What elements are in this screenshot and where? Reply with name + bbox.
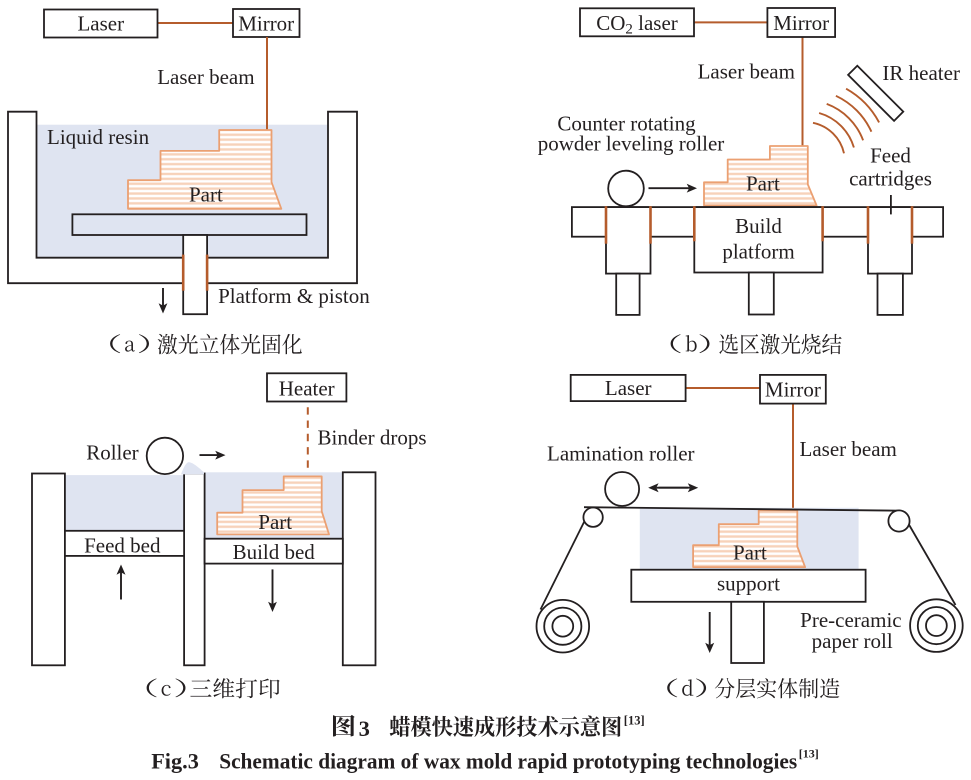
svg-text:paper roll: paper roll <box>812 629 893 653</box>
svg-text:Liquid resin: Liquid resin <box>47 125 150 149</box>
svg-text:Laser beam: Laser beam <box>157 65 254 89</box>
svg-text:IR heater: IR heater <box>882 61 960 85</box>
svg-text:support: support <box>717 572 780 596</box>
svg-text:Heater: Heater <box>279 377 335 401</box>
svg-text:Mirror: Mirror <box>765 378 821 402</box>
svg-text:Lamination roller: Lamination roller <box>547 442 695 466</box>
svg-text:CO2 laser: CO2 laser <box>596 11 678 38</box>
svg-text:Roller: Roller <box>86 441 139 465</box>
svg-text:Counter rotating: Counter rotating <box>557 112 696 136</box>
svg-text:Laser: Laser <box>77 12 124 36</box>
svg-text:Pre-ceramic: Pre-ceramic <box>800 608 901 632</box>
svg-text:Binder drops: Binder drops <box>318 425 427 449</box>
svg-text:[13]: [13] <box>624 714 645 728</box>
svg-text:Part: Part <box>733 541 767 565</box>
svg-text:Fig.3: Fig.3 <box>151 748 199 773</box>
svg-text:3: 3 <box>359 716 370 741</box>
svg-text:Schematic diagram of wax mold: Schematic diagram of wax mold rapid prot… <box>219 748 797 773</box>
svg-text:Platform & piston: Platform & piston <box>218 284 370 308</box>
svg-text:Feed: Feed <box>870 144 911 168</box>
svg-text:Laser beam: Laser beam <box>698 60 795 84</box>
svg-text:Part: Part <box>189 183 223 207</box>
svg-text:Laser: Laser <box>605 376 652 400</box>
svg-text:Laser beam: Laser beam <box>800 437 897 461</box>
svg-text:cartridges: cartridges <box>849 167 932 191</box>
svg-text:platform: platform <box>722 240 794 264</box>
svg-text:powder leveling roller: powder leveling roller <box>538 131 725 155</box>
svg-text:Build: Build <box>735 214 782 238</box>
svg-text:Feed bed: Feed bed <box>84 534 161 558</box>
svg-text:[13]: [13] <box>799 746 819 760</box>
svg-text:Mirror: Mirror <box>238 12 294 36</box>
svg-text:Mirror: Mirror <box>773 11 829 35</box>
svg-text:Build bed: Build bed <box>233 540 316 564</box>
svg-text:Part: Part <box>258 510 292 534</box>
svg-text:Part: Part <box>746 172 780 196</box>
